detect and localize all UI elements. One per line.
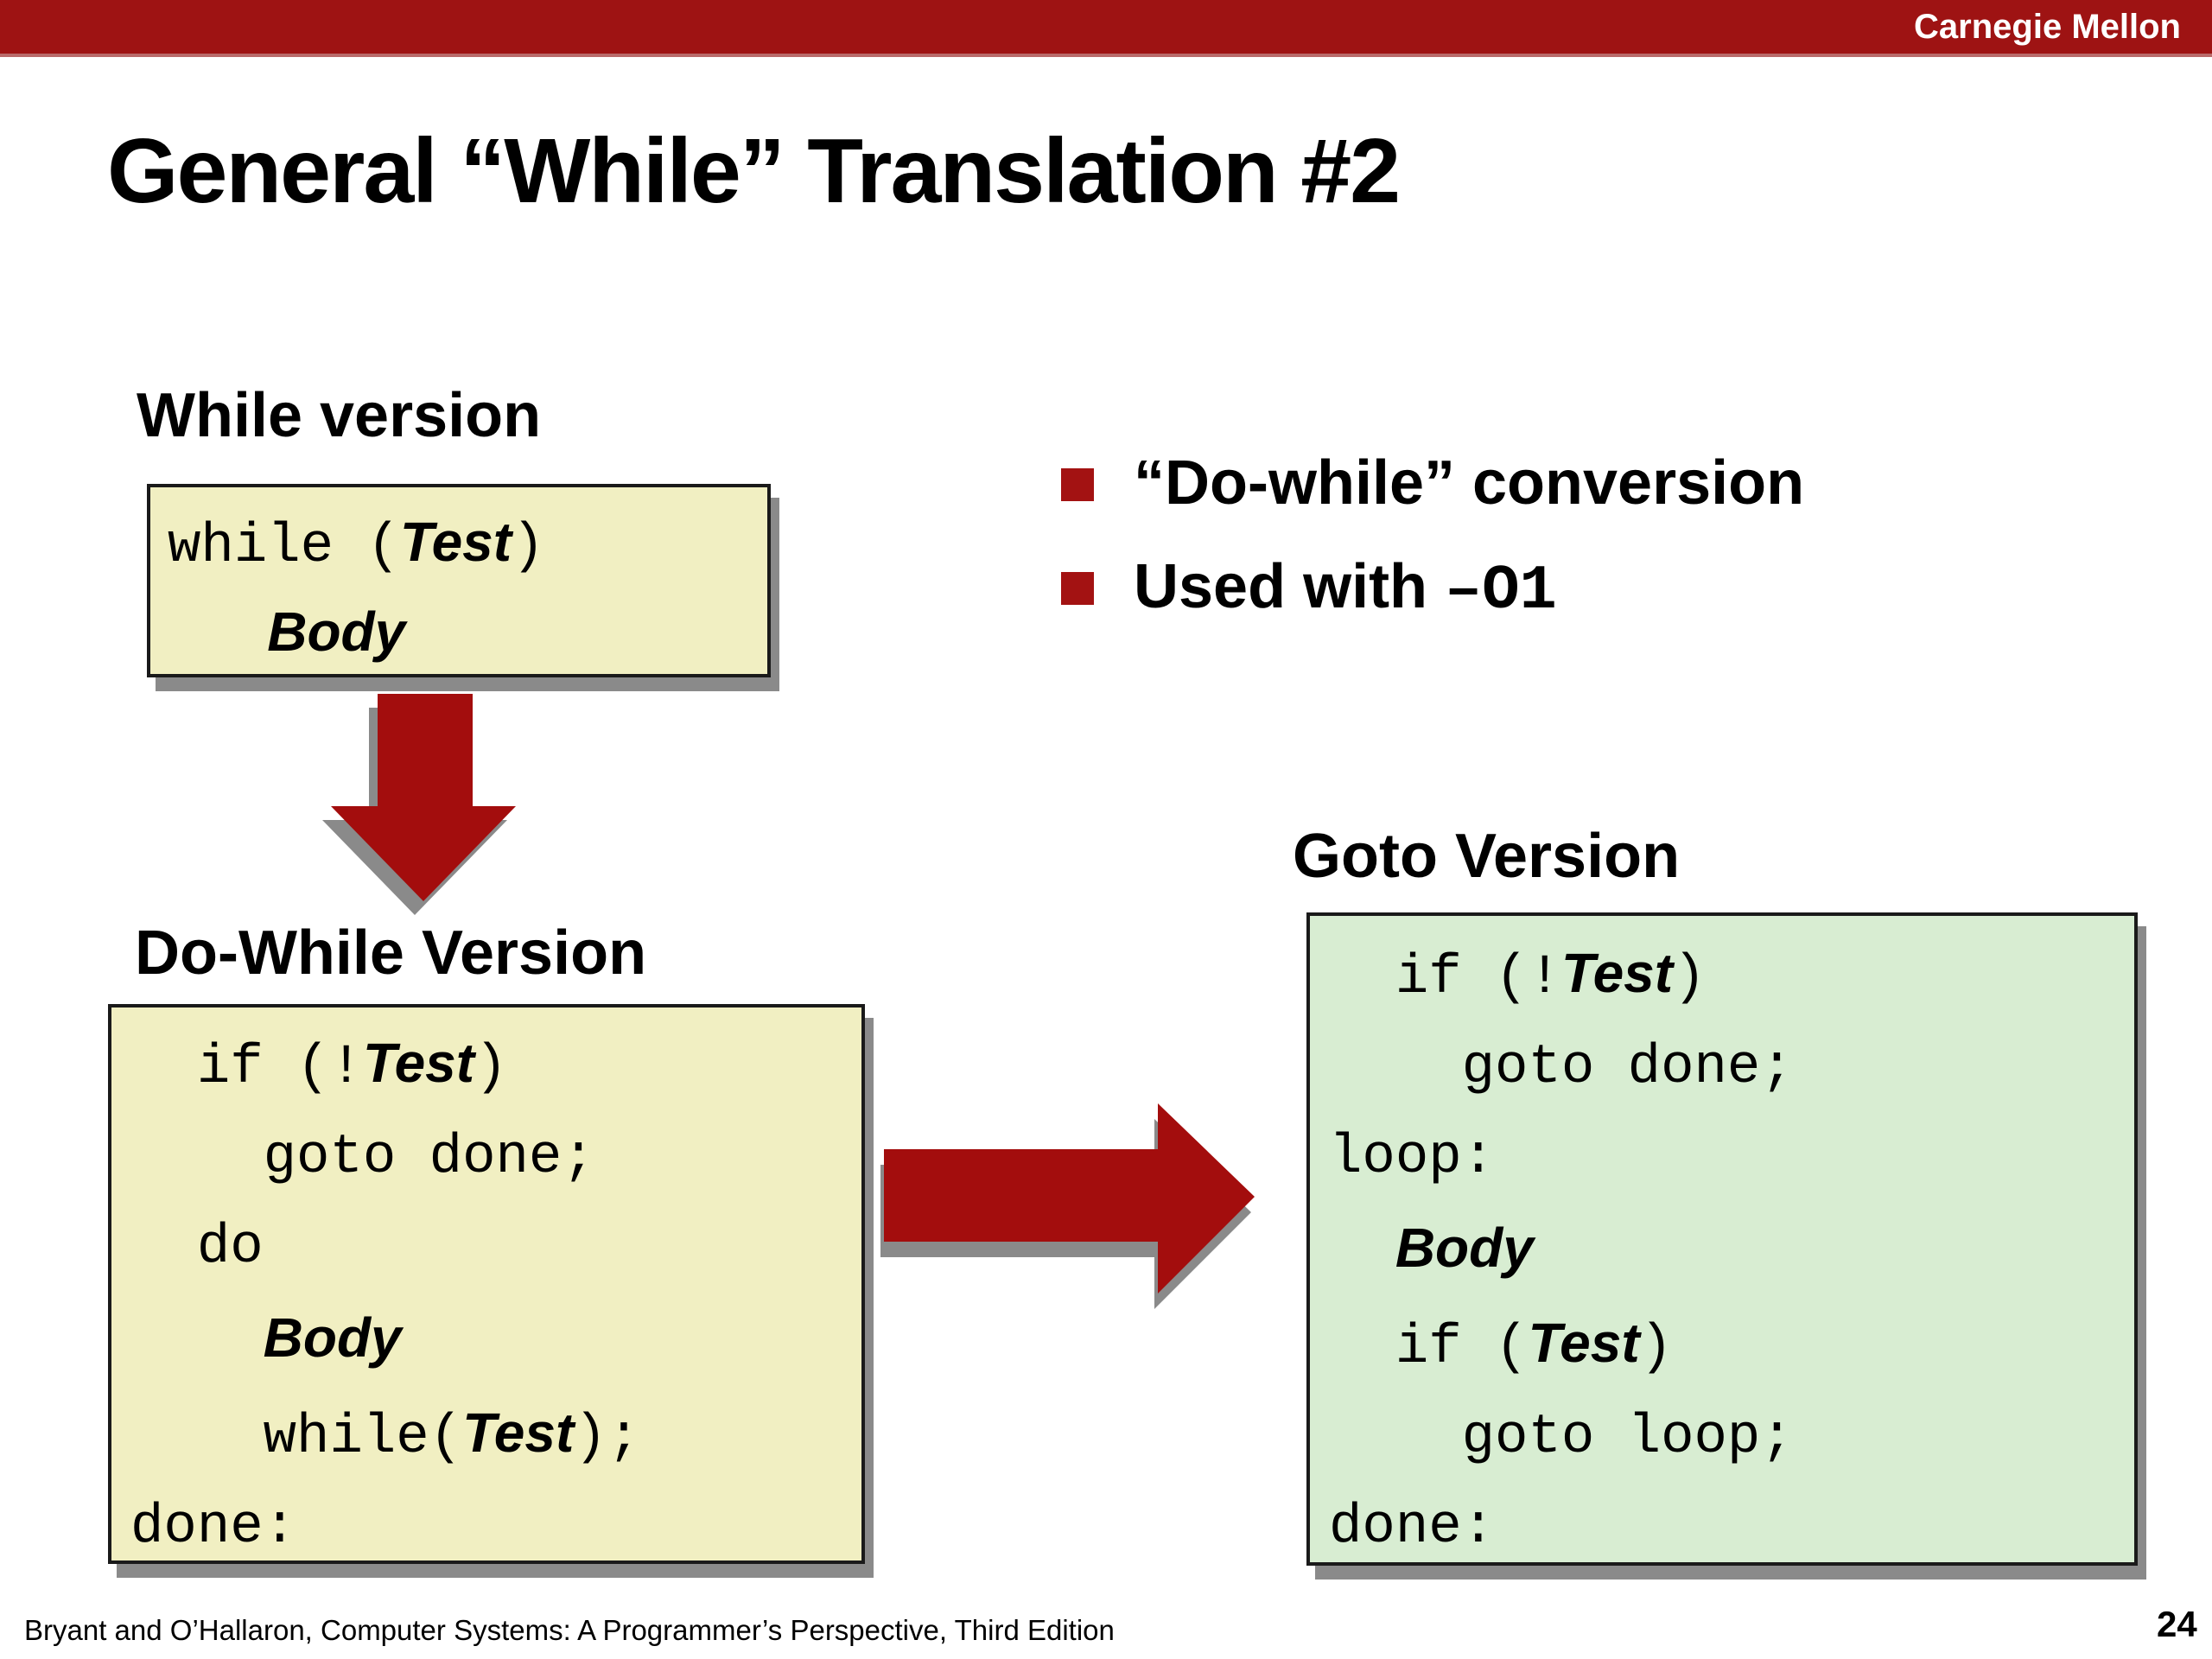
bullet-square-icon [1061,468,1094,501]
text-segment: done: [130,1497,297,1559]
code-line: if (!Test) [130,1018,861,1113]
brand-carnegie-mellon: Carnegie Mellon [1914,7,2181,46]
bullet-list: “Do-while” conversion Used with –O1 [1061,446,1804,658]
text-segment: Body [267,601,406,663]
bullet-text: Used with –O1 [1134,550,1557,628]
text-segment: ) [1639,1317,1674,1379]
text-segment [130,1312,264,1374]
code-line: if (Test) [1329,1298,2134,1393]
code-line: loop: [1329,1113,2134,1203]
text-segment: if (! [130,1037,363,1099]
code-line: done: [130,1483,861,1573]
text-segment: Test [362,1032,475,1094]
text-segment: if ( [1329,1317,1529,1379]
text-segment: ) [512,516,545,578]
do-while-version-label: Do-While Version [135,918,647,988]
top-accent-bar: Carnegie Mellon [0,0,2212,57]
code-line: Body [168,589,767,679]
text-segment: while ( [168,516,400,578]
text-segment: while( [130,1407,463,1469]
code-line: goto loop; [1329,1393,2134,1483]
text-segment: ); [574,1407,641,1469]
goto-version-label: Goto Version [1293,822,1681,891]
text-segment: goto done; [1329,1037,1794,1099]
do-while-version-code-box: if (!Test) goto done; do Body while(Test… [108,1004,865,1564]
text-segment [1329,1222,1395,1284]
text-segment: ) [474,1037,508,1099]
bullet-do-while-conversion: “Do-while” conversion [1061,446,1804,520]
while-version-label: While version [137,381,542,450]
down-arrow-icon [322,694,516,915]
text-segment: Used with [1134,552,1446,621]
code-line: goto done; [130,1113,861,1203]
text-segment: –O1 [1445,556,1557,626]
bullet-used-with-o1: Used with –O1 [1061,550,1804,628]
code-line: Body [130,1293,861,1388]
code-line: do [130,1203,861,1293]
text-segment [168,606,267,668]
text-segment: do [130,1217,264,1279]
text-segment: Test [399,511,512,573]
text-segment: loop: [1329,1127,1496,1189]
right-arrow-icon [880,1103,1255,1309]
page-number: 24 [2157,1604,2197,1644]
goto-version-code-box: if (!Test) goto done;loop: Body if (Test… [1306,912,2138,1566]
text-segment: “Do-while” conversion [1134,448,1805,518]
text-segment: Body [263,1306,402,1369]
text-segment: Body [1395,1217,1534,1279]
text-segment: goto done; [130,1127,595,1189]
code-line: while(Test); [130,1388,861,1483]
text-segment: Test [1528,1312,1640,1374]
code-line: while (Test) [168,499,767,589]
text-segment: Test [462,1402,575,1464]
page-title: General “While” Translation #2 [107,120,1401,222]
bullet-text: “Do-while” conversion [1134,446,1804,520]
text-segment: goto loop; [1329,1407,1794,1469]
code-line: goto done; [1329,1023,2134,1113]
code-line: done: [1329,1483,2134,1573]
text-segment: if (! [1329,947,1561,1009]
text-segment: ) [1673,947,1707,1009]
while-version-code-box: while (Test) Body [147,484,771,677]
footer-citation: Bryant and O’Hallaron, Computer Systems:… [24,1614,1115,1646]
code-line: Body [1329,1203,2134,1298]
text-segment: done: [1329,1497,1496,1559]
bullet-square-icon [1061,572,1094,605]
text-segment: Test [1560,942,1674,1004]
code-line: if (!Test) [1329,928,2134,1023]
